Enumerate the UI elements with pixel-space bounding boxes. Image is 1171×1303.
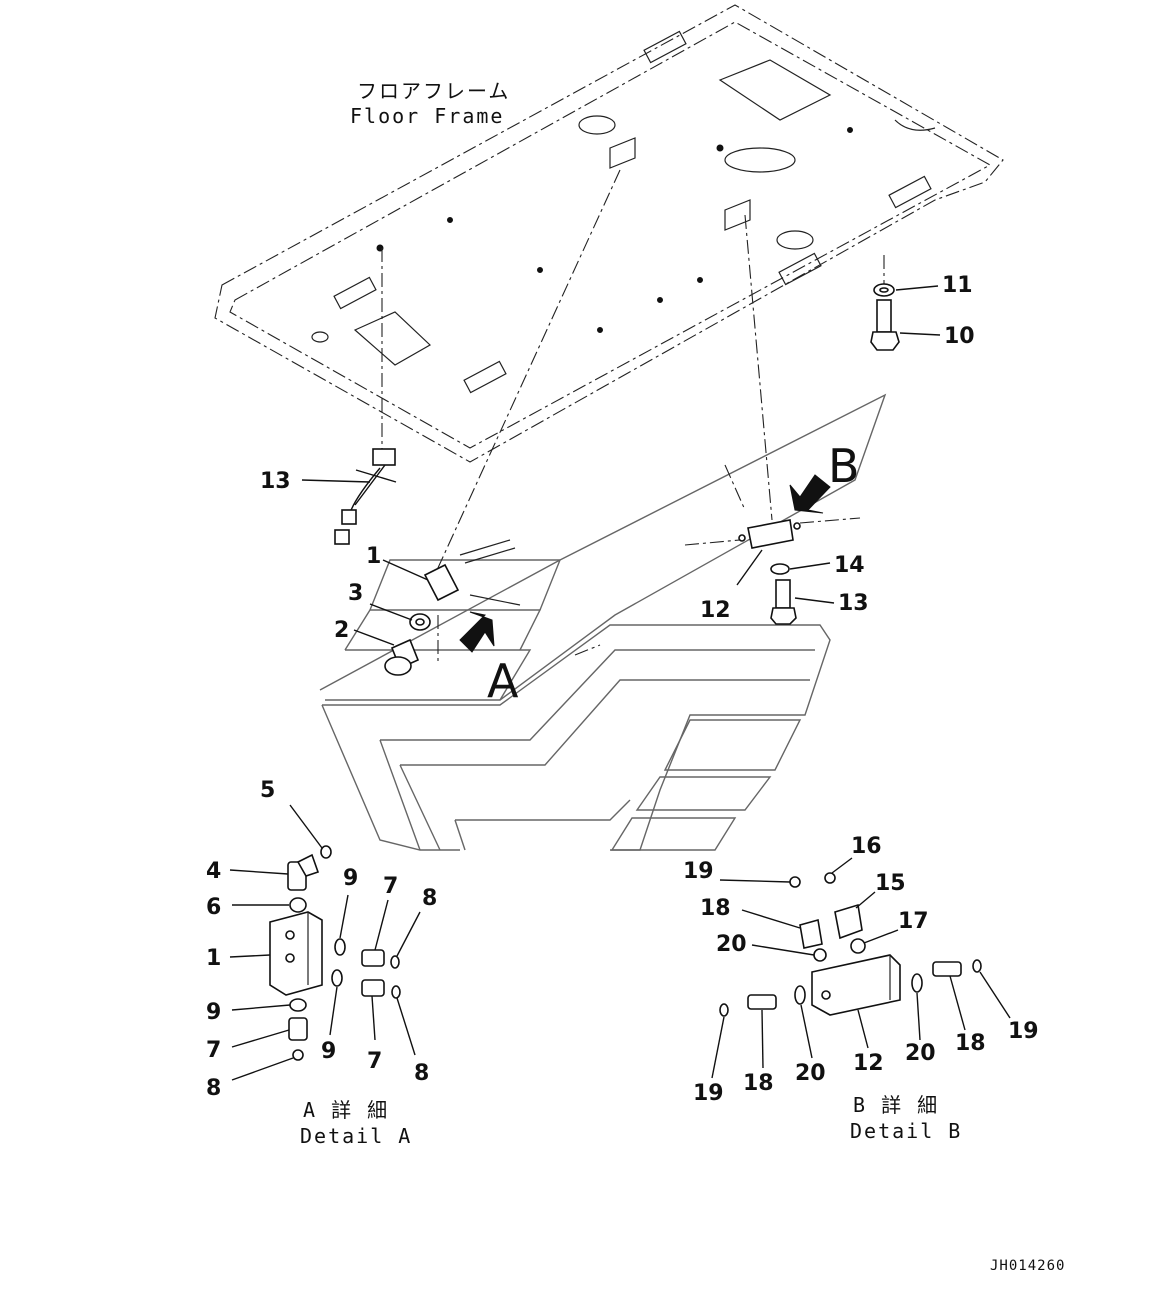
floor-frame-label-jp: フロアフレーム [357,79,510,103]
callout-b-20-top: 20 [716,932,747,957]
callout-b-18-right: 18 [955,1031,986,1056]
oring-19-a [789,876,801,888]
callout-a-8-left: 8 [206,1076,221,1101]
oring-9-b [334,938,346,956]
callout-b-16: 16 [851,834,882,859]
callout-b-19-right: 19 [1008,1019,1039,1044]
oring-9-c [331,969,343,987]
callout-a-5: 5 [260,778,275,803]
callout-a-6: 6 [206,895,221,920]
floor-frame-label-en: Floor Frame [350,104,504,128]
callout-b-19-bottom: 19 [693,1081,724,1106]
callout-13-harness: 13 [260,469,291,494]
drawing-code: JH014260 [990,1258,1065,1274]
fitting-7-b [361,949,385,967]
callout-11: 11 [942,273,973,298]
callout-a-9-top: 9 [343,866,358,891]
cab-base-outline [319,393,887,851]
fitting-18-c [747,994,777,1010]
callout-b-20-bottom: 20 [795,1061,826,1086]
oring-8-a [292,1049,304,1061]
fitting-18-a [799,918,823,949]
bolt-2 [384,638,420,676]
washer-3 [409,613,431,631]
detail-a-label-jp: A 詳 細 [303,1098,389,1122]
fitting-7-c [361,979,385,997]
callout-12-main: 12 [700,598,731,623]
view-arrow-b [789,474,831,514]
callout-a-4: 4 [206,859,221,884]
assembly-guide-lines [381,169,885,665]
callout-b-15: 15 [875,871,906,896]
valve-block-12-detail [811,954,901,1016]
callout-a-7-left: 7 [206,1038,221,1063]
oring-5 [320,845,332,859]
view-b-label: B [828,439,860,493]
oring-8-b [390,955,400,969]
bolt-10 [870,299,900,351]
callout-a-8-bottom: 8 [414,1061,429,1086]
callout-a-1: 1 [206,946,221,971]
detail-b-label-en: Detail B [850,1119,962,1143]
callout-13-bolt: 13 [838,591,869,616]
callout-1-main: 1 [366,544,381,569]
callout-10: 10 [944,324,975,349]
oring-20-b [911,973,923,993]
washer-14 [770,563,790,575]
leader-lines [229,285,1011,1081]
valve-block-1-main [423,539,521,606]
callout-b-18-top: 18 [700,896,731,921]
wiring-harness-13 [334,448,397,545]
oring-6 [289,897,307,913]
fitting-18-b [932,961,962,977]
callout-a-9-left: 9 [206,1000,221,1025]
callout-14: 14 [834,553,865,578]
detail-a-label-en: Detail A [300,1124,412,1148]
fitting-7-a [288,1017,308,1041]
valve-block-1-detail [269,911,323,996]
oring-20-a [813,948,827,962]
callout-b-20-right: 20 [905,1041,936,1066]
callout-a-7-bottom: 7 [367,1049,382,1074]
plug-15 [834,903,863,940]
callout-a-8-top: 8 [422,886,437,911]
view-arrow-a [459,611,495,653]
oring-9-a [289,998,307,1012]
callout-3: 3 [348,581,363,606]
floor-frame [214,4,1004,463]
oring-19-c [719,1003,729,1017]
callout-b-19-top: 19 [683,859,714,884]
detail-b-label-jp: B 詳 細 [853,1093,939,1117]
callout-b-18-bottom: 18 [743,1071,774,1096]
oring-20-c [794,985,806,1005]
oring-17 [850,938,866,954]
washer-11 [873,283,895,297]
oring-19-b [972,959,982,973]
callout-a-9-bottom: 9 [321,1039,336,1064]
callout-b-17: 17 [898,909,929,934]
view-a-label: A [487,654,519,708]
callout-2: 2 [334,618,349,643]
oring-16 [824,872,836,884]
elbow-4 [287,853,320,891]
callout-a-7-top: 7 [383,874,398,899]
callout-b-12: 12 [853,1051,884,1076]
bolt-13 [770,579,797,625]
valve-block-12-main [738,519,801,549]
oring-8-c [391,985,401,999]
